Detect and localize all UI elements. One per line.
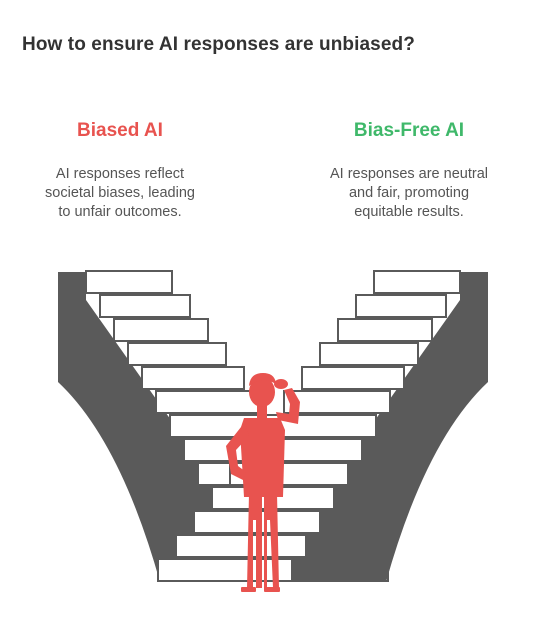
bias-free-ai-description-line: and fair, promoting: [348, 185, 470, 201]
biased-ai-heading: Biased AI: [77, 120, 163, 141]
staircase-left-step: [85, 270, 173, 294]
staircase-left-step: [127, 342, 227, 366]
staircase-right-step: [175, 534, 307, 558]
staircase-left-step: [155, 390, 263, 414]
staircase-left-step: [113, 318, 209, 342]
staircase-right-step: [337, 318, 433, 342]
staircase-right-step: [283, 390, 391, 414]
bias-free-ai-description-line: equitable results.: [354, 204, 464, 220]
staircase-left-step: [141, 366, 245, 390]
staircase-right-step: [301, 366, 405, 390]
biased-ai-description-line: AI responses reflect: [55, 166, 185, 182]
staircase-left-step: [99, 294, 191, 318]
biased-ai-description: AI responses reflect societal biases, le…: [0, 165, 240, 222]
page-title: How to ensure AI responses are unbiased?: [22, 34, 415, 55]
biased-ai-description-line: societal biases, leading: [45, 185, 195, 201]
staircase-right-step: [355, 294, 447, 318]
staircase-right-step: [319, 342, 419, 366]
staircase-right-step: [373, 270, 461, 294]
bias-free-ai-description-line: AI responses are neutral: [330, 166, 488, 182]
bias-free-ai-heading: Bias-Free AI: [353, 120, 465, 141]
confused-person-icon: [226, 373, 300, 592]
biased-ai-description-line: to unfair outcomes.: [58, 204, 182, 220]
bias-free-ai-description: AI responses are neutral and fair, promo…: [289, 165, 529, 222]
